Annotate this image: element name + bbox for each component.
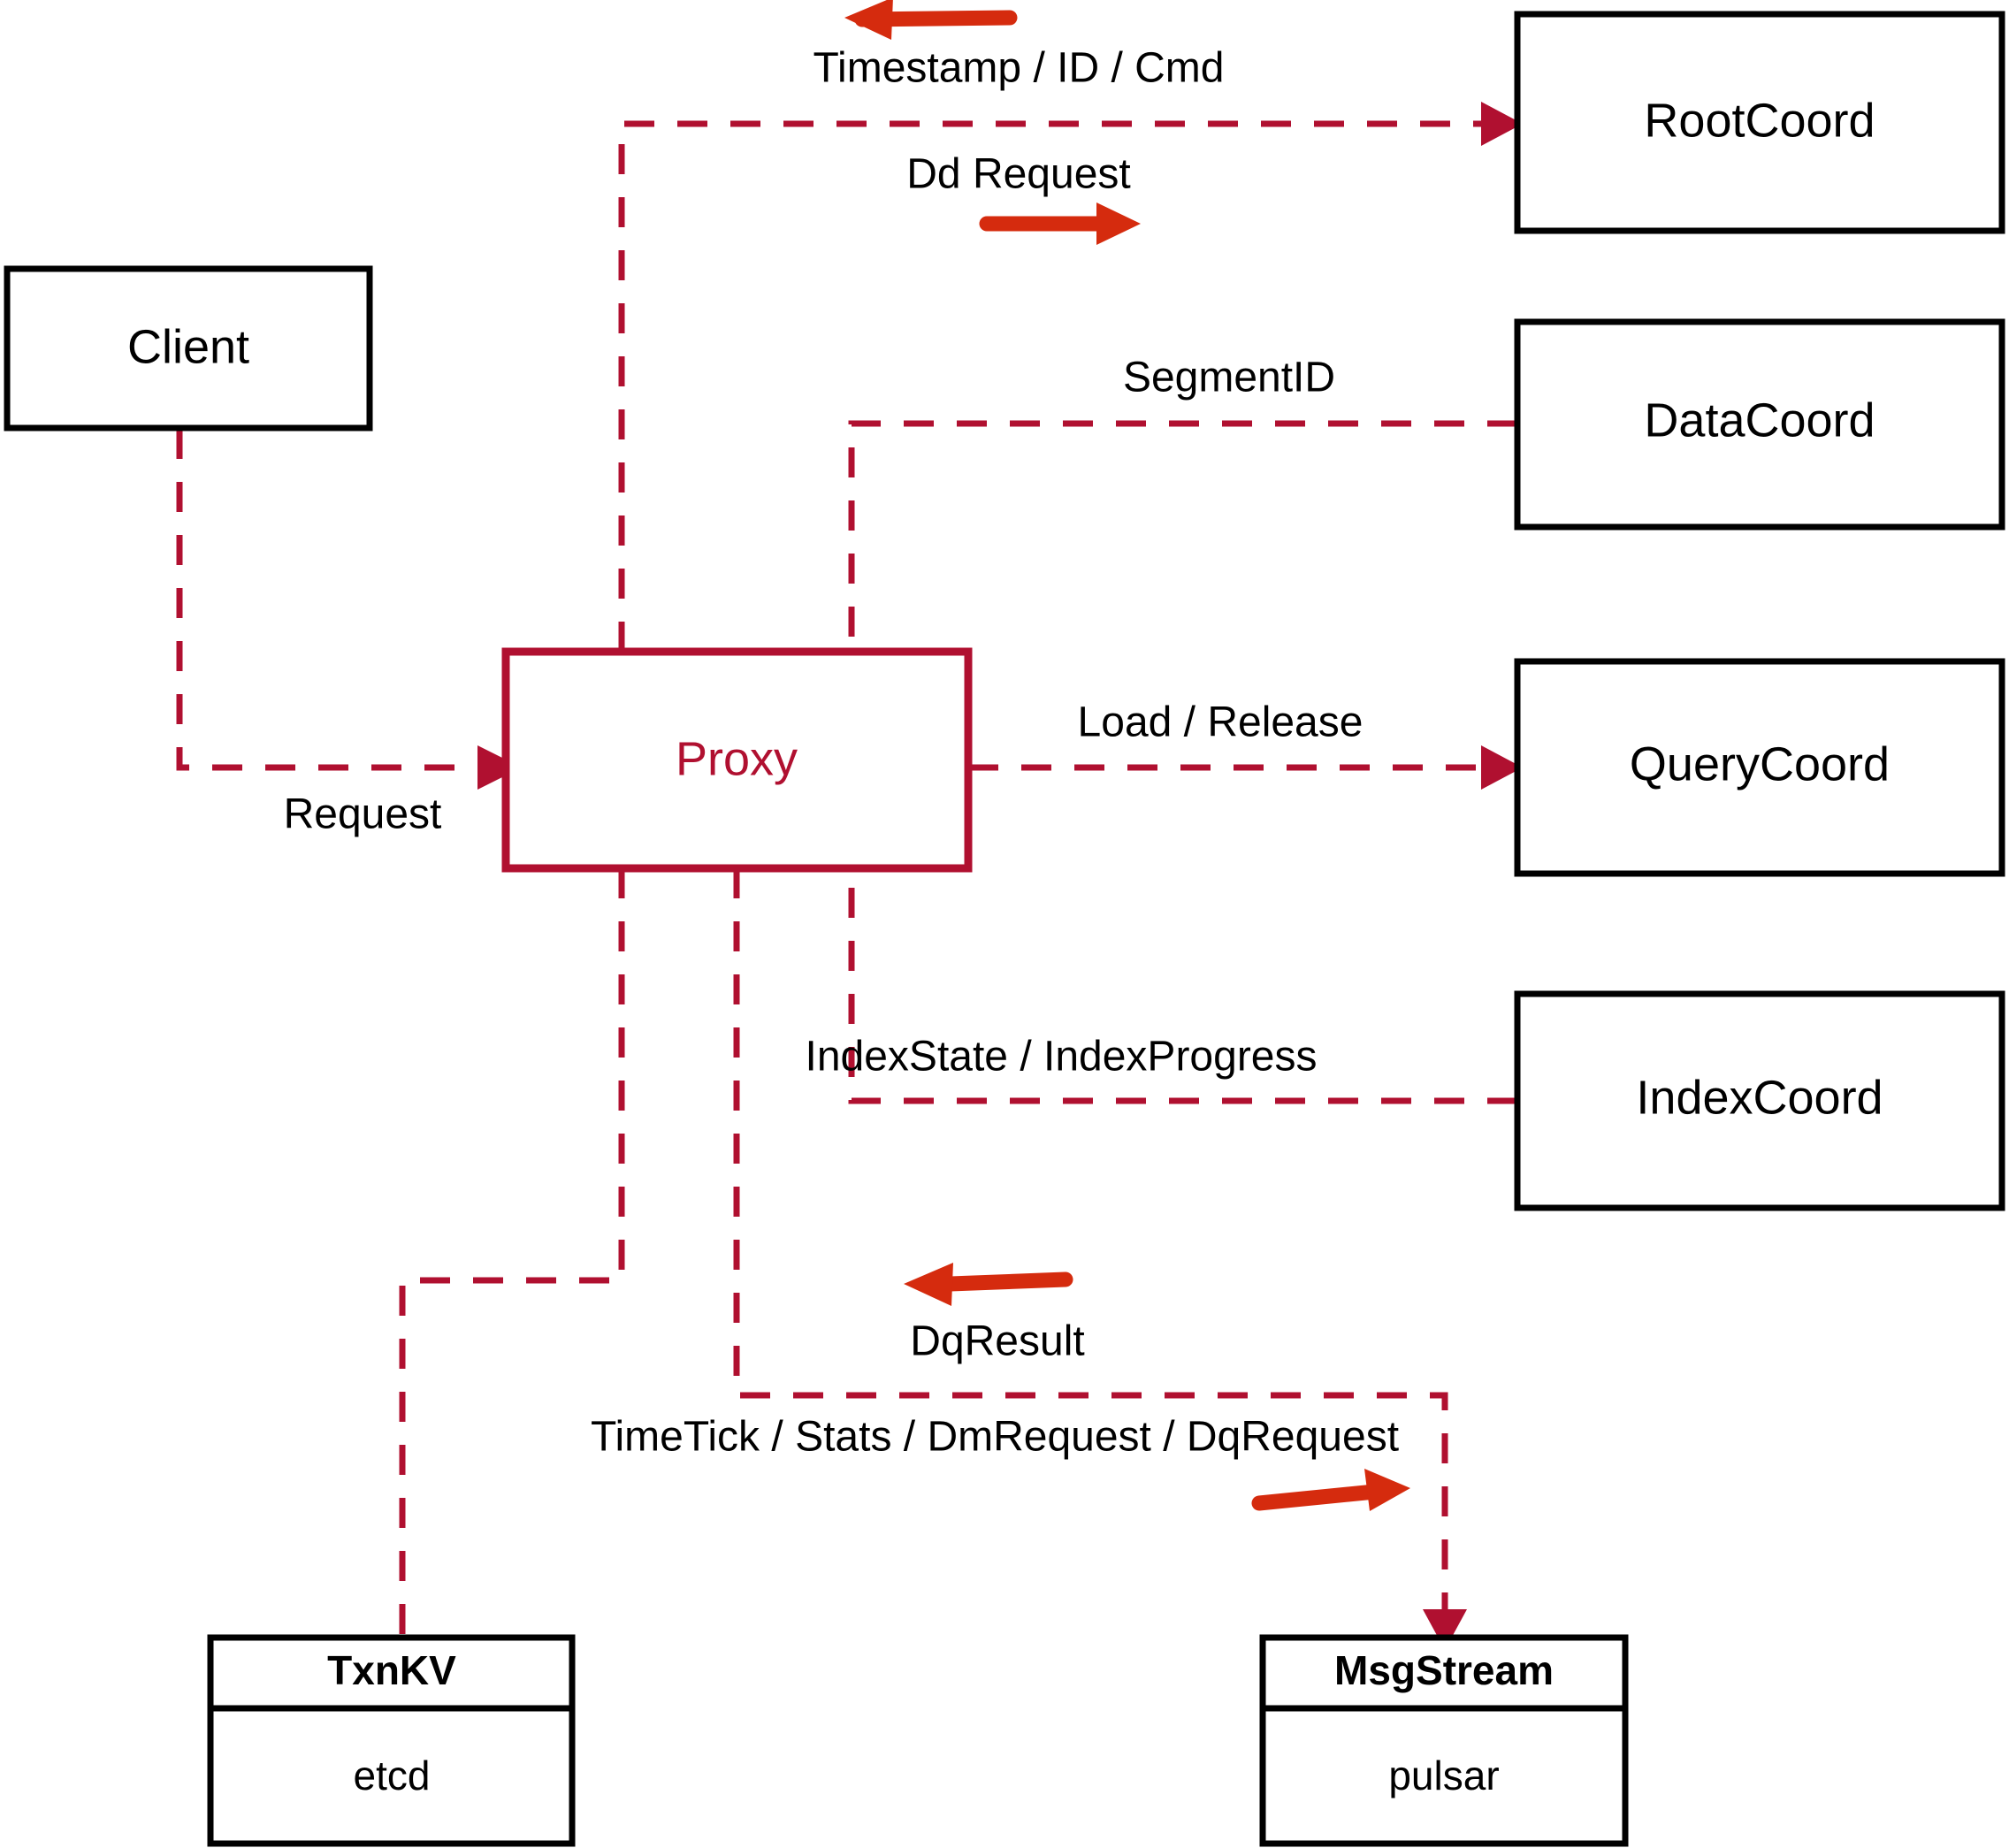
- edge-indexcoord-to-proxy: [848, 868, 1517, 1104]
- edge-label-index-state-progress: IndexState / IndexProgress: [806, 1034, 1318, 1081]
- node-msgstream[interactable]: MsgStream pulsar: [1259, 1634, 1629, 1847]
- node-querycoord[interactable]: QueryCoord: [1514, 658, 2005, 877]
- node-client[interactable]: Client: [4, 265, 373, 431]
- node-indexcoord[interactable]: IndexCoord: [1514, 990, 2005, 1211]
- edge-datacoord-to-proxy: [848, 420, 1517, 652]
- edge-label-request: Request: [284, 791, 442, 838]
- edge-client-to-proxy: [176, 429, 477, 771]
- arrowhead-to-msgstream: [1423, 1609, 1467, 1650]
- direction-arrow-timetick: [1251, 1469, 1410, 1511]
- node-proxy-label: Proxy: [676, 732, 798, 785]
- direction-arrow-timestamp: [844, 0, 1018, 40]
- direction-arrow-dqresult: [904, 1263, 1073, 1306]
- edge-label-load-release: Load / Release: [1078, 699, 1364, 746]
- node-proxy[interactable]: Proxy: [501, 647, 973, 873]
- node-msgstream-body: pulsar: [1388, 1753, 1499, 1798]
- arrowhead-proxy-to-rootcoord: [1481, 102, 1523, 146]
- edge-proxy-to-msgstream: [733, 868, 1448, 1609]
- direction-arrow-dd-request: [979, 202, 1141, 245]
- node-rootcoord-label: RootCoord: [1644, 94, 1875, 147]
- node-txnkv[interactable]: TxnKV etcd: [207, 1634, 576, 1847]
- node-client-label: Client: [127, 320, 249, 373]
- edge-label-dd-request: Dd Request: [906, 151, 1130, 198]
- node-indexcoord-label: IndexCoord: [1636, 1071, 1883, 1124]
- edge-label-timestamp-id-cmd: Timestamp / ID / Cmd: [814, 45, 1225, 92]
- edge-label-timetick-stats: TimeTick / Stats / DmRequest / DqRequest: [591, 1414, 1399, 1461]
- node-txnkv-header: TxnKV: [327, 1647, 456, 1693]
- edge-label-segment-id: SegmentID: [1123, 355, 1335, 401]
- node-datacoord[interactable]: DataCoord: [1514, 318, 2005, 531]
- arrowhead-client-to-proxy: [477, 745, 522, 790]
- node-txnkv-body: etcd: [354, 1753, 431, 1798]
- edge-proxy-to-rootcoord: [618, 120, 1481, 652]
- edge-label-dq-result: DqResult: [910, 1318, 1084, 1365]
- node-datacoord-label: DataCoord: [1644, 393, 1875, 447]
- arrowhead-proxy-to-querycoord: [1481, 745, 1523, 790]
- node-msgstream-header: MsgStream: [1334, 1647, 1554, 1693]
- edge-proxy-to-txnkv: [399, 868, 625, 1680]
- node-rootcoord[interactable]: RootCoord: [1514, 11, 2005, 234]
- node-querycoord-label: QueryCoord: [1630, 737, 1890, 790]
